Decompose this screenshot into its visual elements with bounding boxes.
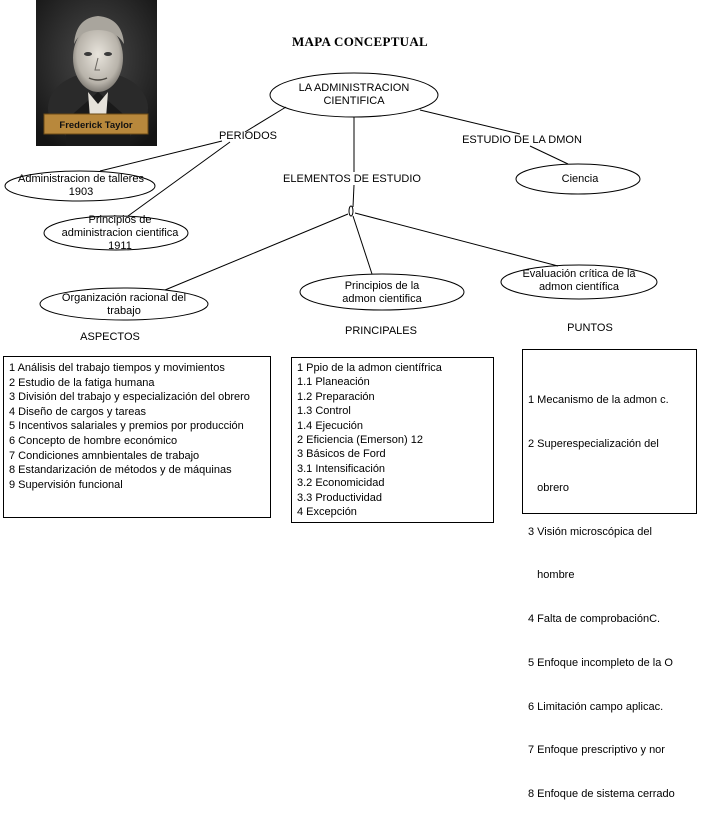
principios1911-label: Principios de administracion cientifica … bbox=[61, 214, 179, 252]
estudio-label: ESTUDIO DE LA DMON bbox=[462, 134, 582, 146]
list-item: 4 Excepción bbox=[297, 506, 357, 519]
list-item: 3 Básicos de Ford bbox=[297, 448, 386, 461]
evaluacion-label: Evaluación crítica de la admon científic… bbox=[522, 268, 636, 293]
edge-periodos-1911 bbox=[127, 141, 231, 217]
list-item: 8 Estandarización de métodos y de máquin… bbox=[9, 464, 232, 477]
organizacion-ellipse bbox=[39, 287, 209, 321]
list-item: 1.2 Preparación bbox=[297, 390, 375, 403]
ciencia-ellipse bbox=[515, 163, 641, 195]
list-item: obrero bbox=[528, 481, 569, 494]
aspectos-list-box: 1 Análisis del trabajo tiempos y movimie… bbox=[3, 356, 271, 518]
taylor-photo: Frederick Taylor bbox=[36, 0, 157, 146]
list-item: 2 Estudio de la fatiga humana bbox=[9, 376, 155, 389]
root-node-label: LA ADMINISTRACION CIENTIFICA bbox=[298, 82, 410, 107]
list-item: 7 Condiciones amnbientales de trabajo bbox=[9, 449, 200, 462]
edge-root-periodos bbox=[244, 106, 287, 133]
list-item: 8 Enfoque de sistema cerrado bbox=[528, 788, 675, 801]
edge-estudio-ciencia bbox=[529, 145, 569, 165]
list-item: 1.3 Control bbox=[297, 405, 351, 418]
list-item: 6 Concepto de hombre económico bbox=[9, 434, 178, 447]
list-item: 1 Análisis del trabajo tiempos y movimie… bbox=[9, 362, 225, 374]
talleres-ellipse bbox=[4, 170, 156, 202]
list-item: 3 División del trabajo y especialización… bbox=[9, 391, 250, 404]
elementos-label: ELEMENTOS DE ESTUDIO bbox=[283, 173, 421, 185]
list-item: 1 Ppio de la admon científrica bbox=[297, 362, 442, 374]
list-item: 4 Diseño de cargos y tareas bbox=[9, 405, 146, 418]
list-item: 3 Visión microscópica del bbox=[528, 525, 652, 538]
list-item: 3.1 Intensificación bbox=[297, 462, 386, 475]
list-item: hombre bbox=[528, 569, 575, 582]
edge-node-principios bbox=[352, 215, 373, 275]
list-item: 1.1 Planeación bbox=[297, 376, 370, 389]
principales-list-box: 1 Ppio de la admon científrica 1.1 Plane… bbox=[291, 357, 494, 523]
organizacion-label: Organización racional del trabajo bbox=[61, 292, 187, 317]
puntos-list-box: 1 Mecanismo de la admon c. 2 Superespeci… bbox=[522, 349, 697, 800]
edge-root-estudio bbox=[419, 109, 521, 135]
ciencia-label: Ciencia bbox=[561, 173, 599, 185]
puntos-label: PUNTOS bbox=[567, 322, 613, 334]
connector-lines bbox=[4, 72, 658, 321]
elementos-node bbox=[348, 205, 354, 217]
edge-periodos-talleres bbox=[99, 140, 223, 172]
list-item: 1 Mecanismo de la admon c. bbox=[528, 394, 669, 407]
edge-node-evaluacion bbox=[354, 212, 559, 267]
list-item: 2 Eficiencia (Emerson) 12 bbox=[297, 434, 423, 447]
portrait-image: Frederick Taylor bbox=[36, 0, 157, 146]
page-title: MAPA CONCEPTUAL bbox=[291, 34, 429, 49]
edge-node-organizacion bbox=[164, 213, 349, 291]
aspectos-label: ASPECTOS bbox=[80, 331, 140, 343]
list-item: 5 Incentivos salariales y premios por pr… bbox=[9, 420, 244, 433]
periodos-label: PERIODOS bbox=[218, 130, 278, 142]
list-item: 3.2 Economicidad bbox=[297, 477, 385, 490]
list-item: 1.4 Ejecución bbox=[297, 419, 364, 432]
principios-admon-ellipse bbox=[299, 273, 465, 311]
principales-label: PRINCIPALES bbox=[345, 325, 417, 337]
list-item: 3.3 Productividad bbox=[297, 491, 382, 504]
principios-admon-label: Principios de la admon cientifica bbox=[342, 280, 422, 305]
list-item: 6 Limitación campo aplicac. bbox=[528, 700, 664, 713]
evaluacion-ellipse bbox=[500, 264, 658, 300]
list-item: 5 Enfoque incompleto de la O bbox=[528, 656, 673, 669]
list-item: 7 Enfoque prescriptivo y nor bbox=[528, 744, 665, 757]
talleres-label: Administracion de talleres 1903 bbox=[18, 173, 144, 198]
list-item: 9 Supervisión funcional bbox=[9, 478, 123, 491]
list-item: 2 Superespecialización del bbox=[528, 437, 659, 450]
principios1911-ellipse bbox=[43, 215, 189, 251]
list-item: 4 Falta de comprobaciónC. bbox=[528, 613, 661, 626]
edge-elementos-node bbox=[352, 184, 355, 208]
svg-text:Frederick Taylor: Frederick Taylor bbox=[59, 120, 133, 131]
